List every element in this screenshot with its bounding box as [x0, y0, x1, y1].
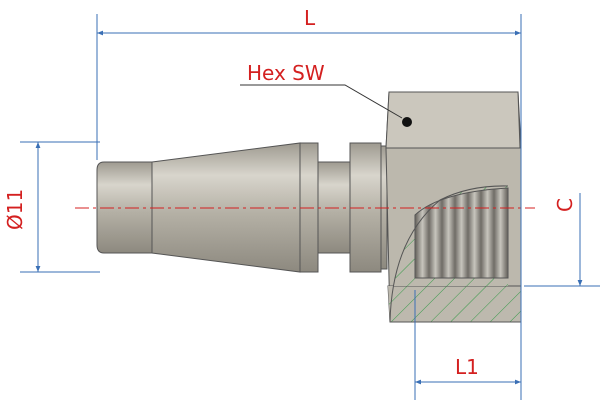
- thread-length-label: L1: [455, 355, 479, 379]
- diameter-label: Ø11: [3, 189, 27, 230]
- thread-label: C: [553, 198, 577, 212]
- fitting-body: [96, 142, 388, 273]
- hex-nut: [385, 91, 522, 323]
- hex-leader-line: [240, 84, 403, 119]
- length-label: L: [304, 6, 316, 30]
- tube-end: [96, 161, 153, 254]
- hex-label: Hex SW: [247, 61, 325, 85]
- internal-thread: [414, 187, 509, 279]
- hex-marker-dot: [402, 117, 412, 127]
- hatched-section: [387, 285, 522, 323]
- dimension-lines: [20, 14, 600, 400]
